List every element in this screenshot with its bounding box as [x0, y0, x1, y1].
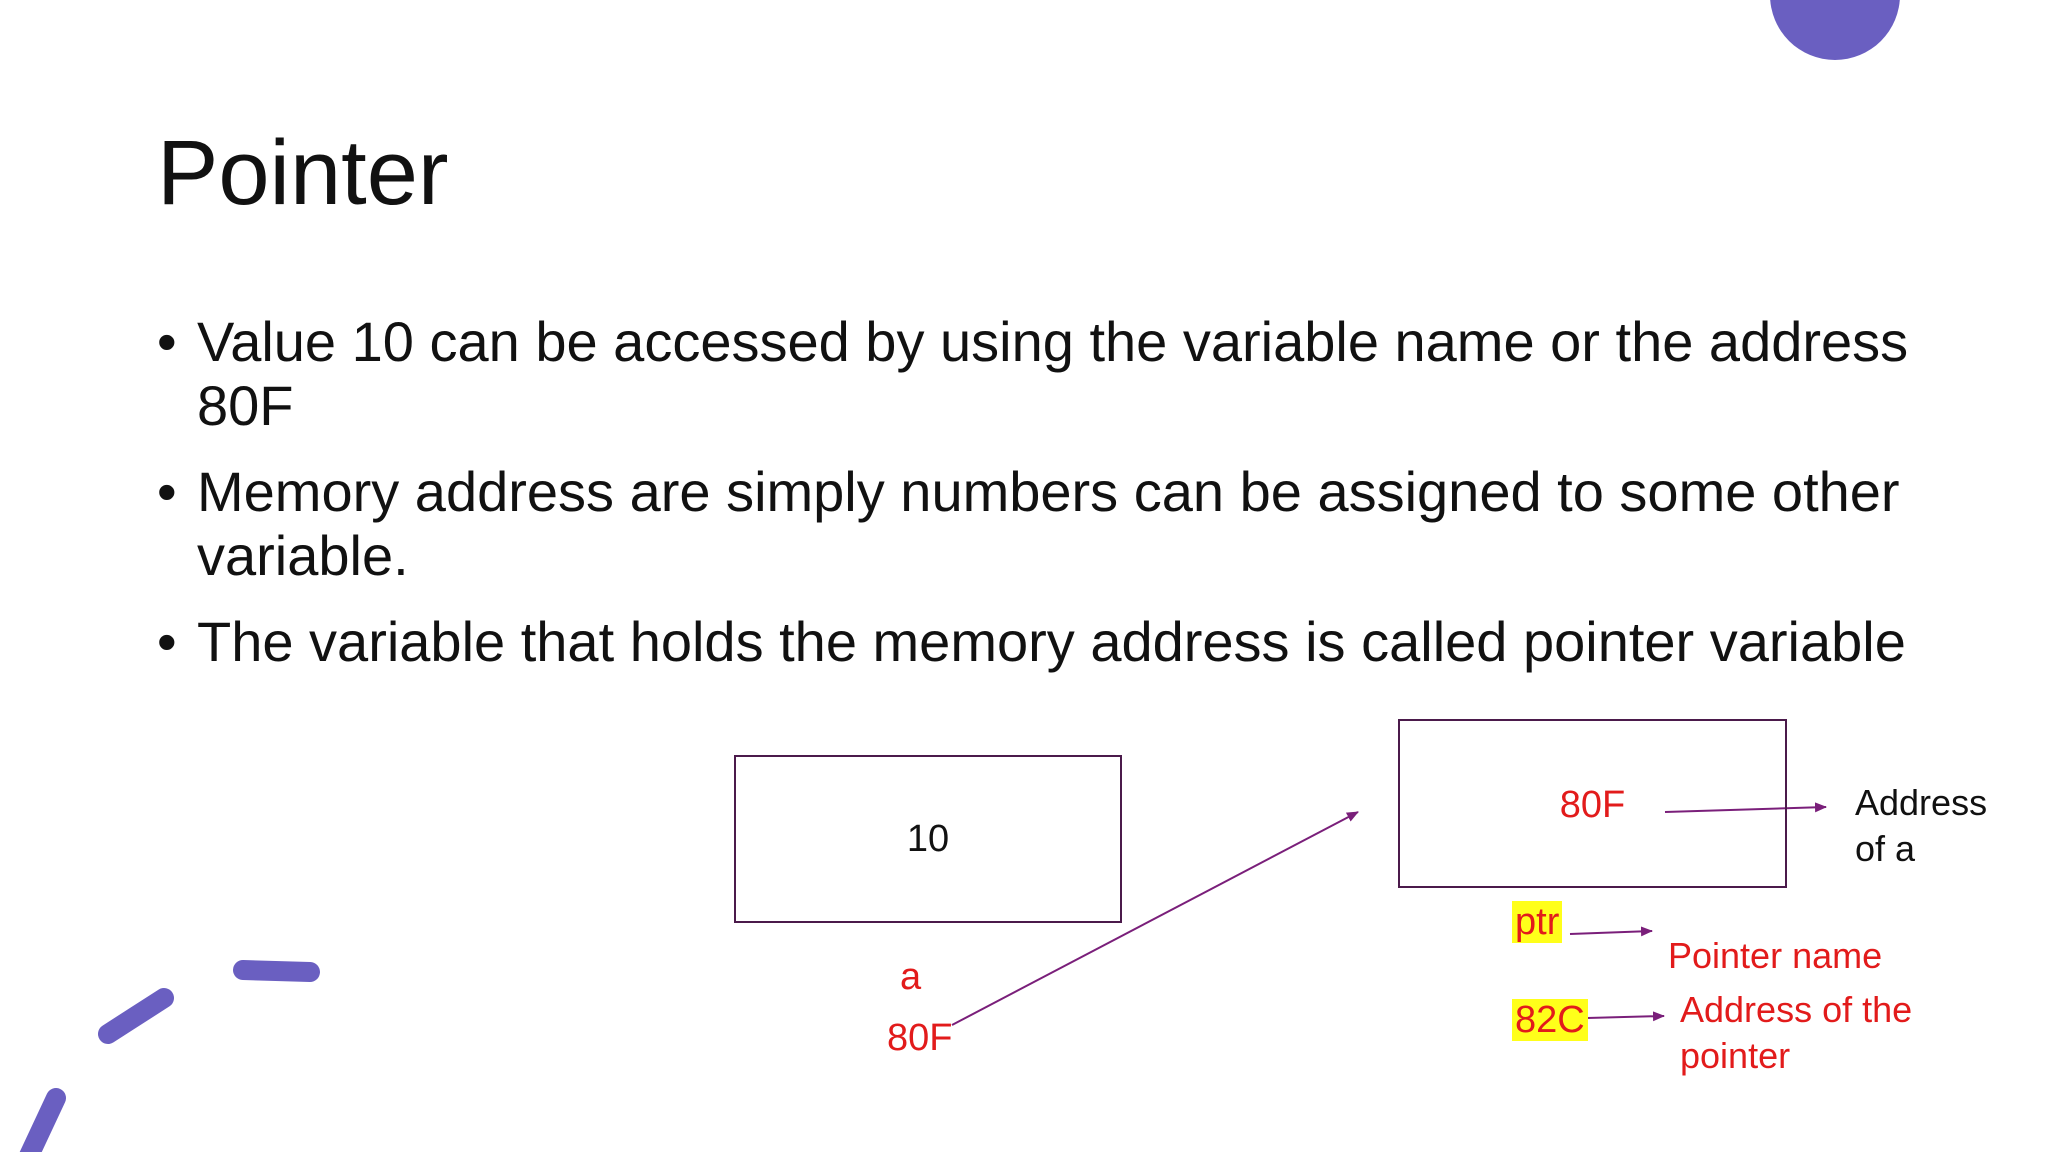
- variable-address-label: 80F: [887, 1017, 953, 1059]
- address-annotation-arrow: [1586, 1011, 1665, 1022]
- dash-decoration-3: [19, 1088, 66, 1152]
- bullet-item: • The variable that holds the memory add…: [157, 610, 1937, 674]
- value-annotation-line1: Address: [1855, 782, 1988, 823]
- bullet-text: The variable that holds the memory addre…: [197, 610, 1906, 673]
- value-annotation: Address of a: [1855, 780, 1987, 872]
- pointer-value: 80F: [1559, 784, 1626, 826]
- address-annotation: Address of the pointer: [1680, 987, 1912, 1079]
- pointer-memory-box: 80F: [1398, 719, 1787, 888]
- pointer-address-highlight: 82C: [1512, 999, 1588, 1041]
- dash-decoration-1: [233, 960, 320, 982]
- name-annotation: Pointer name: [1668, 933, 1882, 979]
- bullet-marker: •: [157, 310, 177, 373]
- bullet-item: • Memory address are simply numbers can …: [157, 460, 1937, 588]
- value-annotation-line2: of a: [1855, 828, 1916, 869]
- variable-memory-box: 10: [734, 755, 1122, 923]
- bullet-marker: •: [157, 610, 177, 673]
- bullet-list: • Value 10 can be accessed by using the …: [157, 310, 1937, 696]
- slide-title: Pointer: [157, 122, 449, 224]
- variable-value: 10: [906, 818, 950, 860]
- address-annotation-line1: Address of the: [1680, 989, 1913, 1030]
- corner-circle-decoration: [1770, 0, 1900, 60]
- pointer-name-label: ptr: [1512, 899, 1563, 945]
- address-to-pointer-arrow: [951, 811, 1359, 1026]
- address-annotation-line2: pointer: [1680, 1035, 1791, 1076]
- variable-name-label: a: [900, 956, 922, 998]
- bullet-item: • Value 10 can be accessed by using the …: [157, 310, 1937, 438]
- value-annotation-arrow: [1664, 802, 1827, 813]
- pointer-name-highlight: ptr: [1512, 901, 1563, 943]
- bullet-marker: •: [157, 460, 177, 523]
- bullet-text: Value 10 can be accessed by using the va…: [197, 310, 1909, 437]
- pointer-address-label: 82C: [1512, 997, 1588, 1043]
- name-annotation-text: Pointer name: [1668, 935, 1883, 976]
- bullet-text: Memory address are simply numbers can be…: [197, 460, 1900, 587]
- name-annotation-arrow: [1569, 926, 1653, 937]
- dash-decoration-2: [98, 988, 174, 1044]
